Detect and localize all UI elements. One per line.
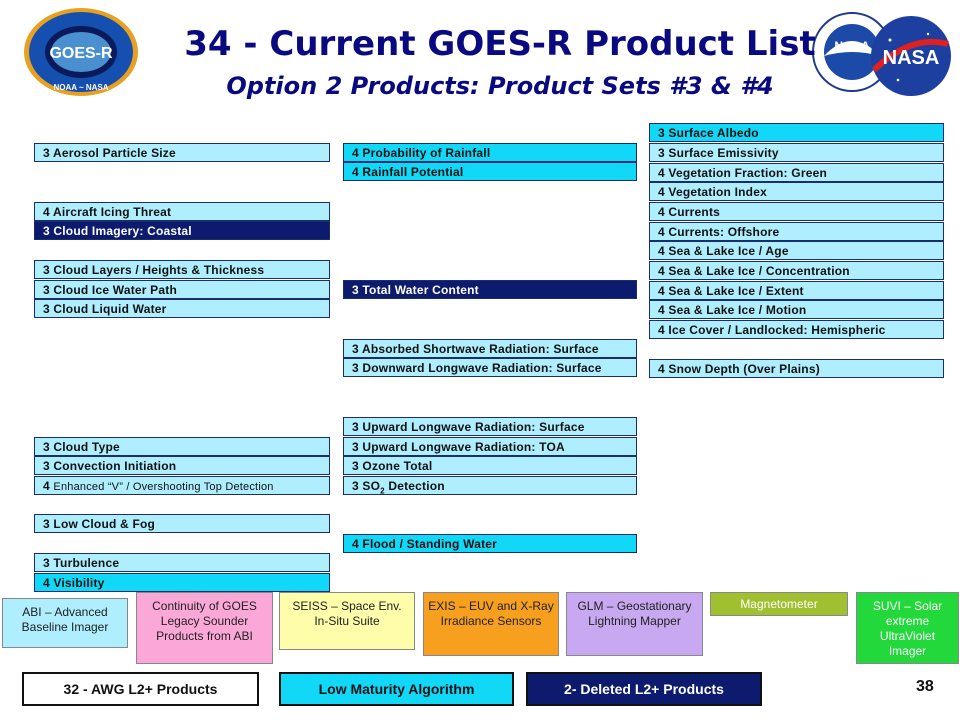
product-enhanced-v-overshooting-top: 4 Enhanced “V” / Overshooting Top Detect…	[34, 476, 330, 495]
footer-awg-products: 32 - AWG L2+ Products	[22, 672, 259, 706]
product-total-water-content: 3 Total Water Content	[343, 280, 637, 299]
product-low-cloud-fog: 3 Low Cloud & Fog	[34, 514, 330, 533]
footer-deleted-products: 2- Deleted L2+ Products	[526, 672, 762, 706]
product-enhanced-v-label: Enhanced “V” / Overshooting Top Detectio…	[53, 481, 274, 493]
product-so2-detection: 3 SO2 Detection	[343, 476, 637, 495]
page-number: 38	[916, 678, 934, 695]
product-upward-longwave-toa: 3 Upward Longwave Radiation: TOA	[343, 437, 637, 456]
product-upward-longwave-surface: 3 Upward Longwave Radiation: Surface	[343, 417, 637, 436]
legend-suvi: SUVI – Solar extreme UltraViolet Imager	[856, 592, 959, 664]
product-currents-offshore: 4 Currents: Offshore	[649, 222, 944, 241]
product-probability-of-rainfall: 4 Probability of Rainfall	[343, 143, 637, 162]
legend-exis: EXIS – EUV and X-Ray Irradiance Sensors	[423, 592, 559, 656]
product-ozone-total: 3 Ozone Total	[343, 456, 637, 475]
legend-legacy-sounder: Continuity of GOES Legacy Sounder Produc…	[136, 592, 273, 664]
product-cloud-imagery-coastal: 3 Cloud Imagery: Coastal	[34, 221, 330, 240]
product-vegetation-index: 4 Vegetation Index	[649, 182, 944, 201]
legend-abi: ABI – Advanced Baseline Imager	[2, 598, 128, 648]
footer-low-maturity: Low Maturity Algorithm	[279, 672, 514, 706]
page-title: 34 - Current GOES-R Product List	[184, 24, 816, 64]
product-enhanced-v-prefix: 4	[43, 479, 54, 493]
noaa-logo: NOAA	[812, 6, 892, 98]
product-so2-prefix: 3 SO	[352, 479, 381, 493]
product-convection-initiation: 3 Convection Initiation	[34, 456, 330, 475]
goes-logo-text: GOES-R	[49, 45, 113, 62]
product-cloud-ice-water-path: 3 Cloud Ice Water Path	[34, 280, 330, 299]
product-downward-longwave-radiation: 3 Downward Longwave Radiation: Surface	[343, 358, 637, 377]
goes-r-logo: GOES-R NOAA ~ NASA	[22, 6, 140, 98]
product-flood-standing-water: 4 Flood / Standing Water	[343, 534, 637, 553]
product-sea-lake-ice-extent: 4 Sea & Lake Ice / Extent	[649, 281, 944, 300]
product-snow-depth: 4 Snow Depth (Over Plains)	[649, 359, 944, 378]
nasa-logo-text: NASA	[883, 47, 940, 69]
product-vegetation-fraction-green: 4 Vegetation Fraction: Green	[649, 163, 944, 182]
legend-glm: GLM – Geostationary Lightning Mapper	[566, 592, 703, 656]
product-so2-subscript: 2	[380, 486, 385, 495]
product-absorbed-shortwave-radiation: 3 Absorbed Shortwave Radiation: Surface	[343, 339, 637, 358]
product-surface-albedo: 3 Surface Albedo	[649, 123, 944, 142]
product-currents: 4 Currents	[649, 202, 944, 221]
noaa-logo-text: NOAA	[834, 39, 870, 53]
product-visibility: 4 Visibility	[34, 573, 330, 592]
product-sea-lake-ice-motion: 4 Sea & Lake Ice / Motion	[649, 300, 944, 319]
product-aircraft-icing-threat: 4 Aircraft Icing Threat	[34, 202, 330, 221]
nasa-logo: NASA	[868, 14, 954, 98]
product-ice-cover-landlocked: 4 Ice Cover / Landlocked: Hemispheric	[649, 320, 944, 339]
product-sea-lake-ice-age: 4 Sea & Lake Ice / Age	[649, 241, 944, 260]
product-turbulence: 3 Turbulence	[34, 553, 330, 572]
product-so2-suffix: Detection	[384, 479, 445, 493]
product-cloud-type: 3 Cloud Type	[34, 437, 330, 456]
legend-magnetometer: Magnetometer	[710, 592, 848, 616]
product-rainfall-potential: 4 Rainfall Potential	[343, 162, 637, 181]
product-sea-lake-ice-concentration: 4 Sea & Lake Ice / Concentration	[649, 261, 944, 280]
product-aerosol-particle-size: 3 Aerosol Particle Size	[34, 143, 330, 162]
product-surface-emissivity: 3 Surface Emissivity	[649, 143, 944, 162]
page-subtitle: Option 2 Products: Product Sets #3 & #4	[226, 72, 774, 100]
legend-seiss: SEISS – Space Env. In-Situ Suite	[279, 592, 415, 650]
goes-logo-ring-text: NOAA ~ NASA	[53, 83, 108, 92]
product-cloud-liquid-water: 3 Cloud Liquid Water	[34, 299, 330, 318]
product-cloud-layers: 3 Cloud Layers / Heights & Thickness	[34, 260, 330, 279]
